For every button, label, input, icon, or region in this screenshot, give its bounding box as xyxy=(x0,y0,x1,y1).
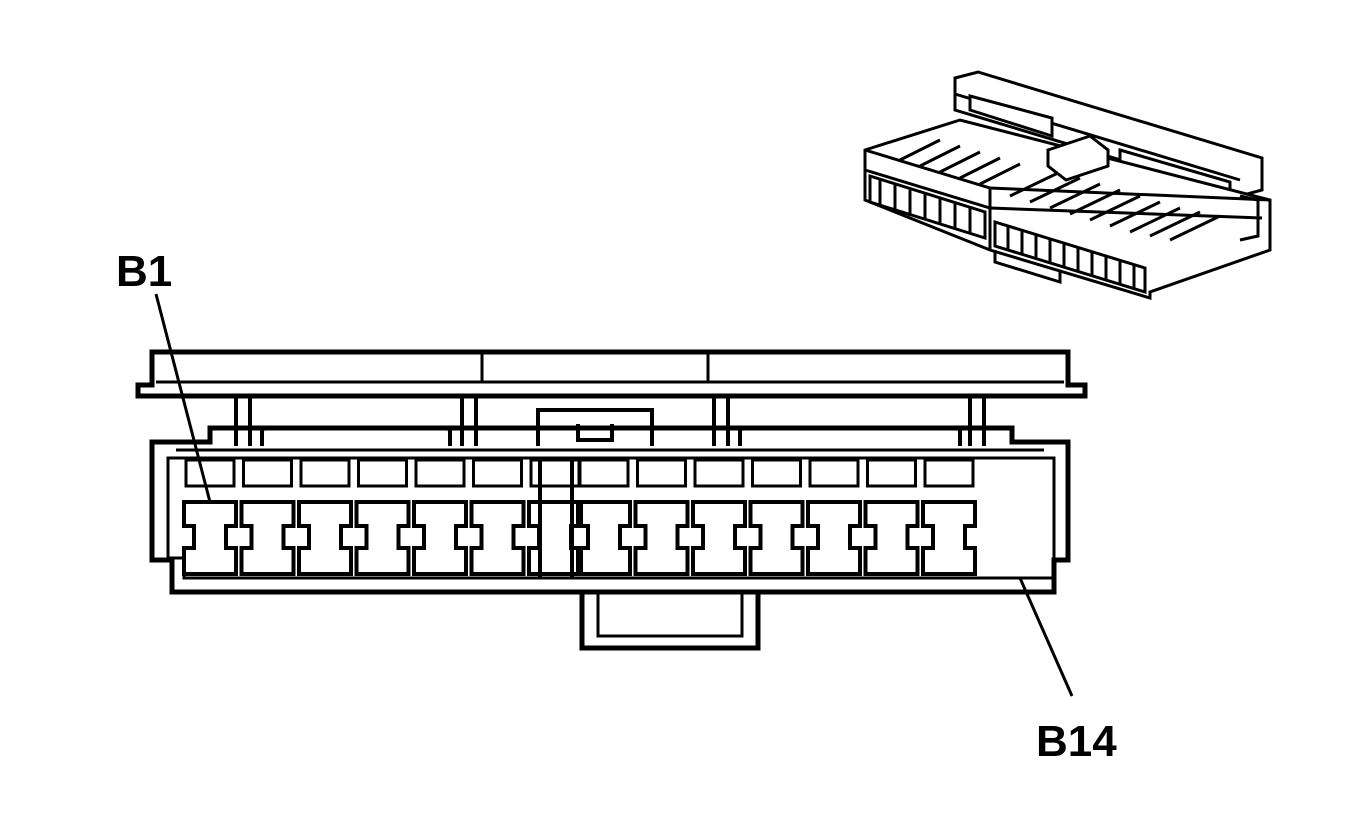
pin-cavity-b2 xyxy=(239,500,296,576)
callout-b14: B14 xyxy=(1018,577,1117,766)
pin-cavity-b4 xyxy=(354,500,411,576)
pin-cavity-b9 xyxy=(633,500,690,576)
pin-cavity-b11 xyxy=(748,500,805,576)
pin-cavity-b6 xyxy=(469,500,526,576)
pin-window xyxy=(357,458,408,488)
leader-line-b14 xyxy=(1018,577,1074,697)
pin-window xyxy=(299,458,351,488)
pin-cavity-b1 xyxy=(182,500,238,576)
pin-cavity-b12 xyxy=(806,500,862,576)
pin-cavity-b3 xyxy=(297,500,353,576)
pin-window xyxy=(866,458,917,488)
pin-window xyxy=(751,458,802,488)
pin-cavity-b13 xyxy=(863,500,920,576)
pin-window xyxy=(242,458,293,488)
connector-isometric-view xyxy=(863,70,1272,301)
pin-window xyxy=(414,458,466,488)
pin-window xyxy=(184,458,236,488)
pin-label-b14: B14 xyxy=(1036,717,1117,766)
pin-label-b1: B1 xyxy=(116,247,172,296)
pin-cavity-b10 xyxy=(691,500,747,576)
pin-cavities xyxy=(182,458,977,576)
connector-front-view xyxy=(135,349,1088,651)
pin-window xyxy=(923,458,975,488)
pin-window xyxy=(808,458,860,488)
leader-line-b1 xyxy=(154,293,212,503)
callout-b1: B1 xyxy=(116,247,212,503)
pin-cavity-b5 xyxy=(412,500,468,576)
pin-cavity-b8 xyxy=(576,500,632,576)
pin-window xyxy=(472,458,523,488)
pin-cavity-b14 xyxy=(921,500,977,576)
pin-window xyxy=(693,458,745,488)
pin-window xyxy=(578,458,630,488)
pin-window xyxy=(636,458,687,488)
